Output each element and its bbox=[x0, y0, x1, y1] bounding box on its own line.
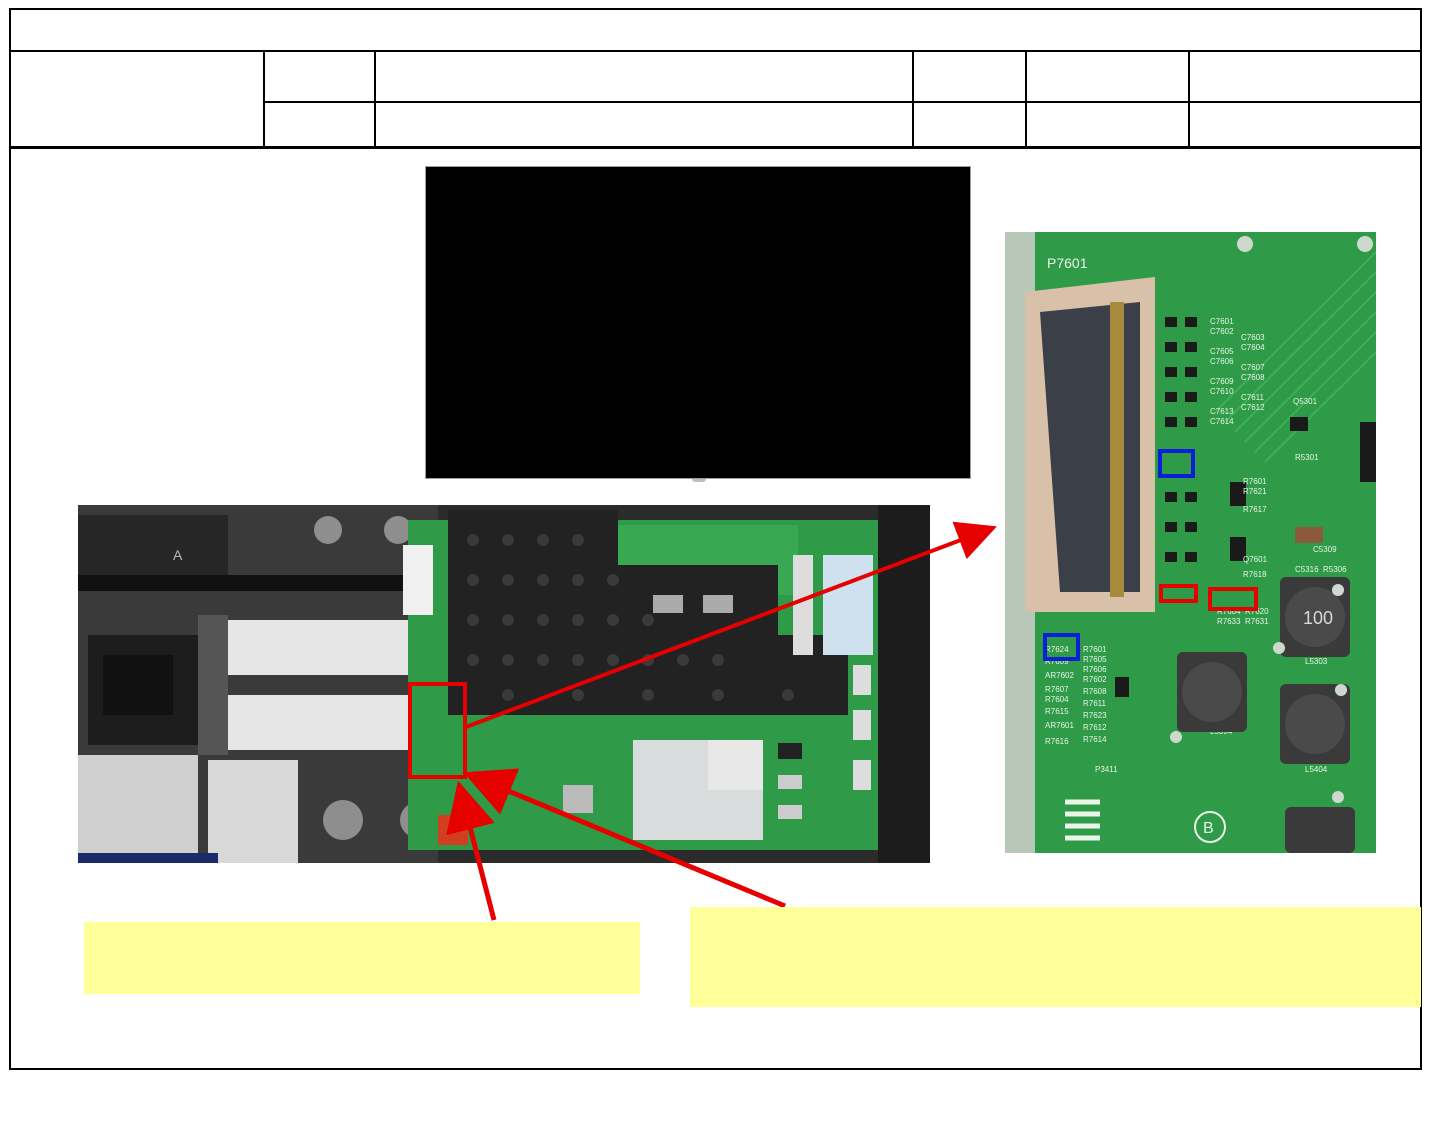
svg-text:C7601: C7601 bbox=[1210, 317, 1234, 326]
svg-text:R7631: R7631 bbox=[1245, 617, 1269, 626]
svg-text:C5309: C5309 bbox=[1313, 545, 1337, 554]
svg-text:R7617: R7617 bbox=[1243, 505, 1267, 514]
inductor-label: 100 bbox=[1303, 608, 1333, 628]
svg-text:R7607: R7607 bbox=[1045, 685, 1069, 694]
badge-b-label: B bbox=[1203, 820, 1214, 837]
svg-text:AR7602: AR7602 bbox=[1045, 671, 1074, 680]
svg-text:R5306: R5306 bbox=[1323, 565, 1347, 574]
svg-text:R7605: R7605 bbox=[1083, 655, 1107, 664]
arrow-to-closeup bbox=[465, 521, 997, 729]
svg-text:C7605: C7605 bbox=[1210, 347, 1234, 356]
svg-text:C7614: C7614 bbox=[1210, 417, 1234, 426]
tv-front-image bbox=[425, 166, 971, 479]
svg-text:Q5301: Q5301 bbox=[1293, 397, 1318, 406]
svg-text:C7609: C7609 bbox=[1210, 377, 1234, 386]
svg-text:C7606: C7606 bbox=[1210, 357, 1234, 366]
arrow-right-callout bbox=[463, 768, 786, 909]
svg-text:C7613: C7613 bbox=[1210, 407, 1234, 416]
svg-text:AR7601: AR7601 bbox=[1045, 721, 1074, 730]
svg-text:R5301: R5301 bbox=[1295, 453, 1319, 462]
svg-text:R7618: R7618 bbox=[1243, 570, 1267, 579]
blue-marker-label bbox=[1043, 633, 1080, 661]
svg-text:R7633: R7633 bbox=[1217, 617, 1241, 626]
svg-text:L5404: L5404 bbox=[1305, 765, 1328, 774]
svg-text:R7616: R7616 bbox=[1045, 737, 1069, 746]
svg-text:C7611: C7611 bbox=[1241, 393, 1265, 402]
page-frame bbox=[9, 8, 1422, 1070]
svg-text:R7612: R7612 bbox=[1083, 723, 1107, 732]
svg-text:R7604: R7604 bbox=[1217, 607, 1241, 616]
svg-text:R7620: R7620 bbox=[1245, 607, 1269, 616]
callout-left bbox=[84, 922, 640, 994]
svg-text:R7615: R7615 bbox=[1045, 707, 1069, 716]
highlight-box-connector bbox=[408, 682, 467, 779]
arrow-left-callout bbox=[446, 780, 497, 921]
svg-text:L5303: L5303 bbox=[1305, 657, 1328, 666]
red-marker-label bbox=[1208, 587, 1258, 611]
svg-text:C7602: C7602 bbox=[1210, 327, 1234, 336]
svg-text:C7603: C7603 bbox=[1241, 333, 1265, 342]
svg-text:R7606: R7606 bbox=[1083, 665, 1107, 674]
svg-text:Q7601: Q7601 bbox=[1243, 555, 1268, 564]
svg-text:R7621: R7621 bbox=[1243, 487, 1267, 496]
blue-marker-top bbox=[1158, 449, 1195, 478]
callout-right bbox=[690, 907, 1421, 1007]
svg-text:R7604: R7604 bbox=[1045, 695, 1069, 704]
svg-text:R7614: R7614 bbox=[1083, 735, 1107, 744]
svg-text:C7604: C7604 bbox=[1241, 343, 1265, 352]
svg-text:R7624: R7624 bbox=[1045, 645, 1069, 654]
svg-text:R7601: R7601 bbox=[1083, 645, 1107, 654]
red-marker-component bbox=[1159, 584, 1198, 603]
connector-label: P7601 bbox=[1047, 255, 1088, 271]
svg-text:C7607: C7607 bbox=[1241, 363, 1265, 372]
svg-text:R7611: R7611 bbox=[1083, 699, 1107, 708]
svg-text:R7609: R7609 bbox=[1045, 657, 1069, 666]
svg-text:C7610: C7610 bbox=[1210, 387, 1234, 396]
svg-text:R7623: R7623 bbox=[1083, 711, 1107, 720]
svg-text:R7608: R7608 bbox=[1083, 687, 1107, 696]
svg-text:C7612: C7612 bbox=[1241, 403, 1265, 412]
tv-stand bbox=[692, 479, 706, 482]
svg-text:C5316: C5316 bbox=[1295, 565, 1319, 574]
main-board-photo: A bbox=[78, 505, 930, 863]
chassis-label: A bbox=[173, 547, 183, 563]
svg-text:R7601: R7601 bbox=[1243, 477, 1267, 486]
svg-text:C7608: C7608 bbox=[1241, 373, 1265, 382]
svg-text:P3411: P3411 bbox=[1095, 765, 1118, 774]
svg-text:R7602: R7602 bbox=[1083, 675, 1107, 684]
